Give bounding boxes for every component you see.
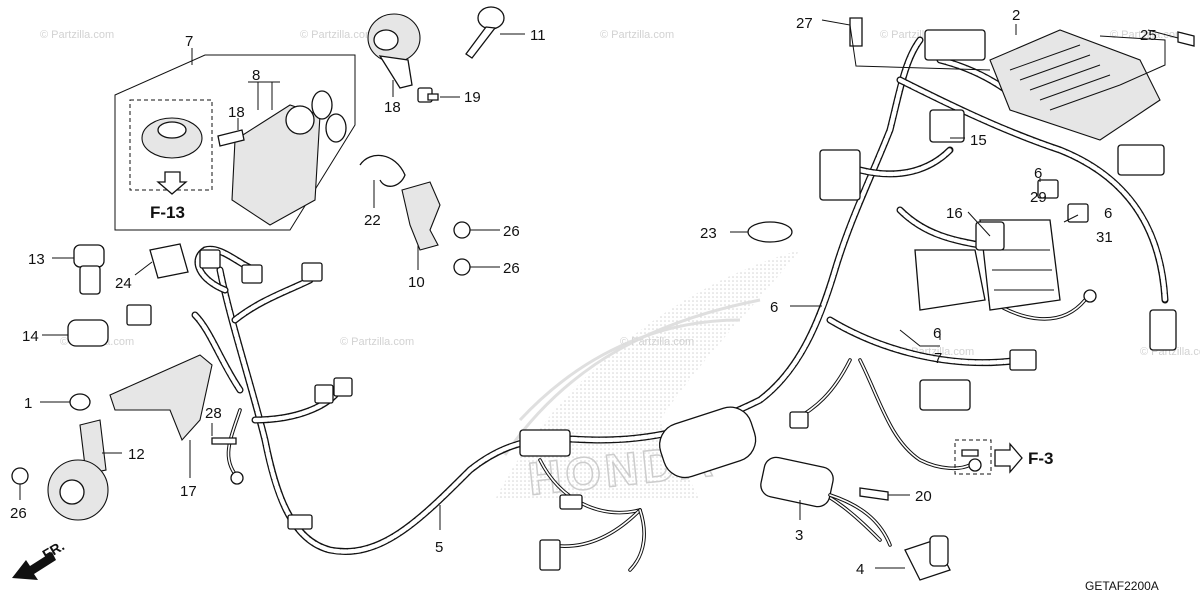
bolt-20: [859, 487, 889, 501]
callout-14: 14: [22, 328, 39, 345]
callout-25: 25: [1140, 27, 1157, 44]
ignition-coil: [760, 456, 892, 547]
bolt-28: [849, 17, 863, 47]
callout-26b: 26: [503, 260, 520, 277]
connector: [287, 514, 313, 530]
terminal: [968, 458, 982, 472]
callout-20: 20: [915, 488, 932, 505]
watermark: © Partzilla.com: [600, 29, 674, 41]
callout-9: 7: [185, 33, 193, 50]
bracket-10: [401, 181, 441, 251]
bolt-25: [1177, 31, 1195, 47]
bolt-29: [211, 437, 237, 445]
connector: [1009, 349, 1037, 371]
nut-27: [11, 467, 29, 485]
callout-29: 28: [205, 405, 222, 422]
clip-24: [149, 243, 189, 279]
fuse-31: [1067, 203, 1089, 223]
spark-plug-cap: [904, 535, 951, 581]
callout-30: 29: [1030, 189, 1047, 206]
starter-relay: [367, 13, 421, 89]
callout-labels: 7 8 18 11 19 18 22 10 26 26 23 13 24 14 …: [10, 7, 1157, 578]
leader-lines: [19, 19, 1179, 569]
connector: [919, 379, 971, 411]
reference-f3: F-3: [1028, 449, 1054, 468]
callout-1: 1: [24, 395, 32, 412]
f3-dashed-box: [954, 439, 992, 475]
connector: [126, 304, 152, 326]
honda-wing-logo: HONDA: [495, 250, 800, 506]
terminal: [230, 471, 244, 485]
connector: [314, 384, 334, 404]
connector: [199, 249, 221, 269]
callout-8: 8: [252, 67, 260, 84]
callout-6a: 6: [1034, 165, 1042, 182]
connector: [241, 264, 263, 284]
bracket-17: [109, 354, 213, 442]
harness-connectors: [126, 144, 1177, 571]
fuse-30: [1037, 179, 1059, 199]
connector: [789, 411, 809, 429]
reference-f13: F-13: [150, 203, 185, 222]
watermark: © Partzilla.com: [40, 29, 114, 41]
nut-26: [453, 221, 471, 239]
key-blank: [465, 6, 505, 59]
noise-suppressor: [659, 406, 757, 479]
relay-15: [929, 109, 965, 143]
callout-6b: 6: [770, 299, 778, 316]
callout-17: 17: [180, 483, 197, 500]
callout-21: 18: [228, 104, 245, 121]
callout-5: 5: [435, 539, 443, 556]
callout-6d: 6: [1104, 205, 1112, 222]
screw-21: [217, 129, 245, 147]
callout-4: 4: [856, 561, 864, 578]
connector: [819, 149, 861, 201]
connector: [1149, 309, 1177, 351]
regulator-rectifier: [924, 29, 1166, 141]
band-14: [67, 319, 109, 347]
callout-6c: 6: [933, 325, 941, 342]
callout-18: 18: [384, 99, 401, 116]
switch-13: [73, 244, 105, 295]
band-22: [359, 154, 406, 187]
callout-22: 22: [364, 212, 381, 229]
callout-19: 19: [464, 89, 481, 106]
connector: [539, 539, 561, 571]
callout-23: 23: [700, 225, 717, 242]
connector: [1117, 144, 1165, 176]
bolt: [961, 449, 979, 457]
terminal: [1083, 289, 1097, 303]
callout-31: 31: [1096, 229, 1113, 246]
callout-16: 16: [946, 205, 963, 222]
callout-15: 15: [970, 132, 987, 149]
drawing-code: GETAF2200A: [1085, 579, 1159, 593]
callout-24: 24: [115, 275, 132, 292]
connector: [333, 377, 353, 397]
callout-11: 11: [530, 27, 546, 44]
nut-26: [453, 258, 471, 276]
callout-26a: 26: [503, 223, 520, 240]
connector: [519, 429, 571, 457]
callout-2: 2: [1012, 7, 1020, 24]
connector: [301, 262, 323, 282]
horn: [47, 419, 109, 521]
main-wire-harness: [191, 36, 1169, 555]
callout-12: 12: [128, 446, 145, 463]
bolt-19: [417, 87, 439, 103]
callout-28: 27: [796, 15, 813, 32]
arrow-right-icon: [994, 442, 1023, 474]
clip-1: [69, 393, 91, 411]
ignition-switch-assembly: [114, 54, 356, 231]
watermark: © Partzilla.com: [340, 336, 414, 348]
callout-3: 3: [795, 527, 803, 544]
callout-27: 26: [10, 505, 27, 522]
watermark: © Partzilla.com: [300, 29, 374, 41]
connector: [559, 494, 583, 510]
front-direction-marker: FR.: [12, 537, 67, 580]
callout-10: 10: [408, 274, 425, 291]
callout-7: 7: [934, 350, 942, 367]
band-23: [747, 221, 793, 243]
callout-13: 13: [28, 251, 45, 268]
